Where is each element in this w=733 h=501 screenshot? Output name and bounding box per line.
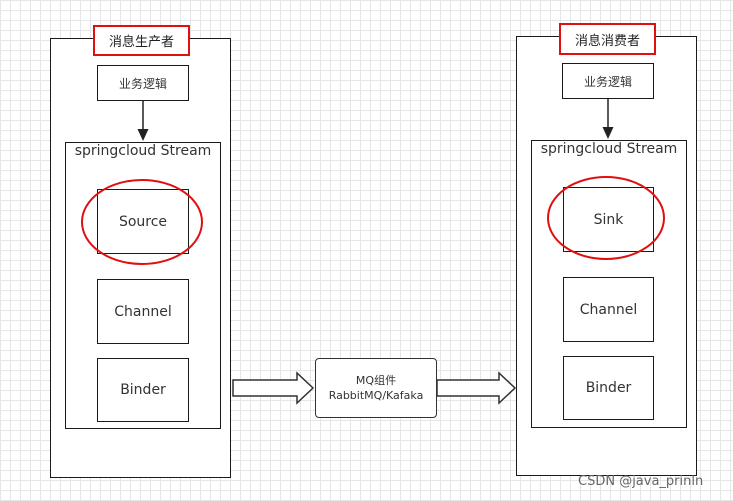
csdn-watermark: CSDN @java_prinln bbox=[578, 474, 704, 489]
mq-component-box: MQ组件 RabbitMQ/Kafaka bbox=[315, 358, 437, 418]
consumer-title: 消息消费者 bbox=[559, 23, 656, 55]
producer-channel-box: Channel bbox=[97, 279, 189, 344]
mq-products-label: RabbitMQ/Kafaka bbox=[328, 389, 424, 402]
producer-source-box: Source bbox=[97, 189, 189, 254]
producer-title: 消息生产者 bbox=[93, 25, 190, 56]
mq-to-consumer-arrow bbox=[436, 371, 517, 405]
mq-label: MQ组件 bbox=[355, 374, 397, 387]
producer-binder-box: Binder bbox=[97, 358, 189, 422]
consumer-stream-label: springcloud Stream bbox=[540, 141, 678, 157]
consumer-channel-box: Channel bbox=[563, 277, 654, 342]
consumer-business-logic: 业务逻辑 bbox=[562, 63, 654, 99]
producer-to-mq-arrow bbox=[232, 371, 315, 405]
consumer-binder-box: Binder bbox=[563, 356, 654, 420]
producer-business-logic: 业务逻辑 bbox=[97, 65, 189, 101]
consumer-sink-box: Sink bbox=[563, 187, 654, 252]
producer-stream-label: springcloud Stream bbox=[74, 143, 212, 159]
